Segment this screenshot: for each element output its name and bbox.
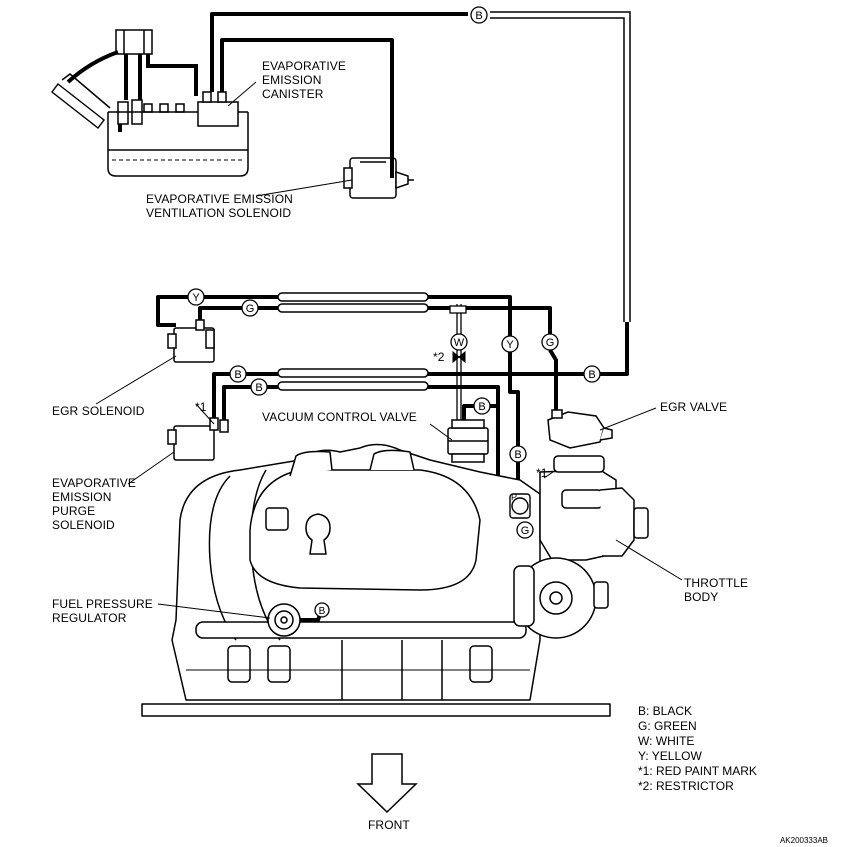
tag-green-right: G [541,333,559,351]
right-hose-outline [490,11,631,322]
svg-text:G: G [246,303,255,315]
label-canister: EVAPORATIVE EMISSION CANISTER [262,59,347,101]
svg-text:B: B [478,401,485,413]
svg-text:B: B [588,369,595,381]
color-legend: B: BLACK G: GREEN W: WHITE Y: YELLOW *1:… [638,704,757,794]
label-ventilation-solenoid: EVAPORATIVE EMISSION VENTILATION SOLENOI… [146,192,293,220]
tag-yellow-right: Y [501,335,519,353]
vacuum-control-valve [447,419,489,463]
label-purge-solenoid: EVAPORATIVE EMISSION PURGE SOLENOID [52,476,137,532]
svg-text:G: G [546,337,555,349]
tag-green-throttle: G [516,521,534,539]
tag-black-fpr: B [314,602,330,618]
tank-hoses [66,50,198,132]
white-hose [449,304,467,424]
egr-valve [547,409,613,449]
label-egr-solenoid: EGR SOLENOID [52,404,145,418]
label-egr-valve: EGR VALVE [660,400,728,414]
upper-connector-tubes [277,292,429,391]
legend-item: *1: RED PAINT MARK [638,764,757,778]
label-mark-1-left: *1 [195,400,207,414]
label-fuel-pressure-regulator: FUEL PRESSURE REGULATOR [52,597,153,625]
svg-text:B: B [319,606,326,617]
egr-solenoid [167,319,215,363]
tag-black-vcv: B [473,397,491,415]
svg-text:G: G [521,525,530,537]
legend-item: Y: YELLOW [638,749,702,763]
thick-hoses [156,295,629,532]
label-vacuum-control-valve: VACUUM CONTROL VALVE [262,410,417,424]
tag-top-black: B [470,6,488,24]
fuel-pressure-regulator [267,603,301,637]
ventilation-solenoid [343,157,414,199]
purge-solenoid [167,417,229,461]
svg-text:Y: Y [192,292,200,304]
label-front: FRONT [368,818,410,832]
restrictor [452,350,466,364]
tag-black-main-left: B [229,365,247,383]
tag-black-second: B [250,378,268,396]
front-arrow [356,753,418,814]
top-black-hose [210,12,468,178]
leader-lines [95,81,683,619]
tag-yellow-left: Y [187,288,205,306]
figure-code: AK200333AB [779,836,828,845]
svg-text:B: B [255,382,262,394]
tag-black-main-right: B [583,365,601,383]
intake-manifold [141,443,611,717]
evap-canister [197,91,239,127]
p-port [509,493,531,519]
tag-green-top: G [241,299,259,317]
svg-text:W: W [454,337,465,349]
label-mark-1-right: *1 [536,466,548,480]
fuel-tank [51,29,249,177]
label-mark-2: *2 [433,350,445,364]
svg-text:B: B [234,369,241,381]
svg-text:B: B [514,449,521,461]
legend-item: W: WHITE [638,734,695,748]
throttle-body-assembly [513,455,649,639]
legend-item: *2: RESTRICTOR [638,779,734,793]
legend-item: B: BLACK [638,704,693,718]
svg-text:B: B [475,10,482,22]
tag-black-throttle: B [509,445,527,463]
legend-item: G: GREEN [638,719,697,733]
port-p-label: P [511,492,517,502]
tag-white: W [450,333,468,351]
svg-text:Y: Y [506,339,514,351]
label-throttle-body: THROTTLE BODY [684,576,749,604]
